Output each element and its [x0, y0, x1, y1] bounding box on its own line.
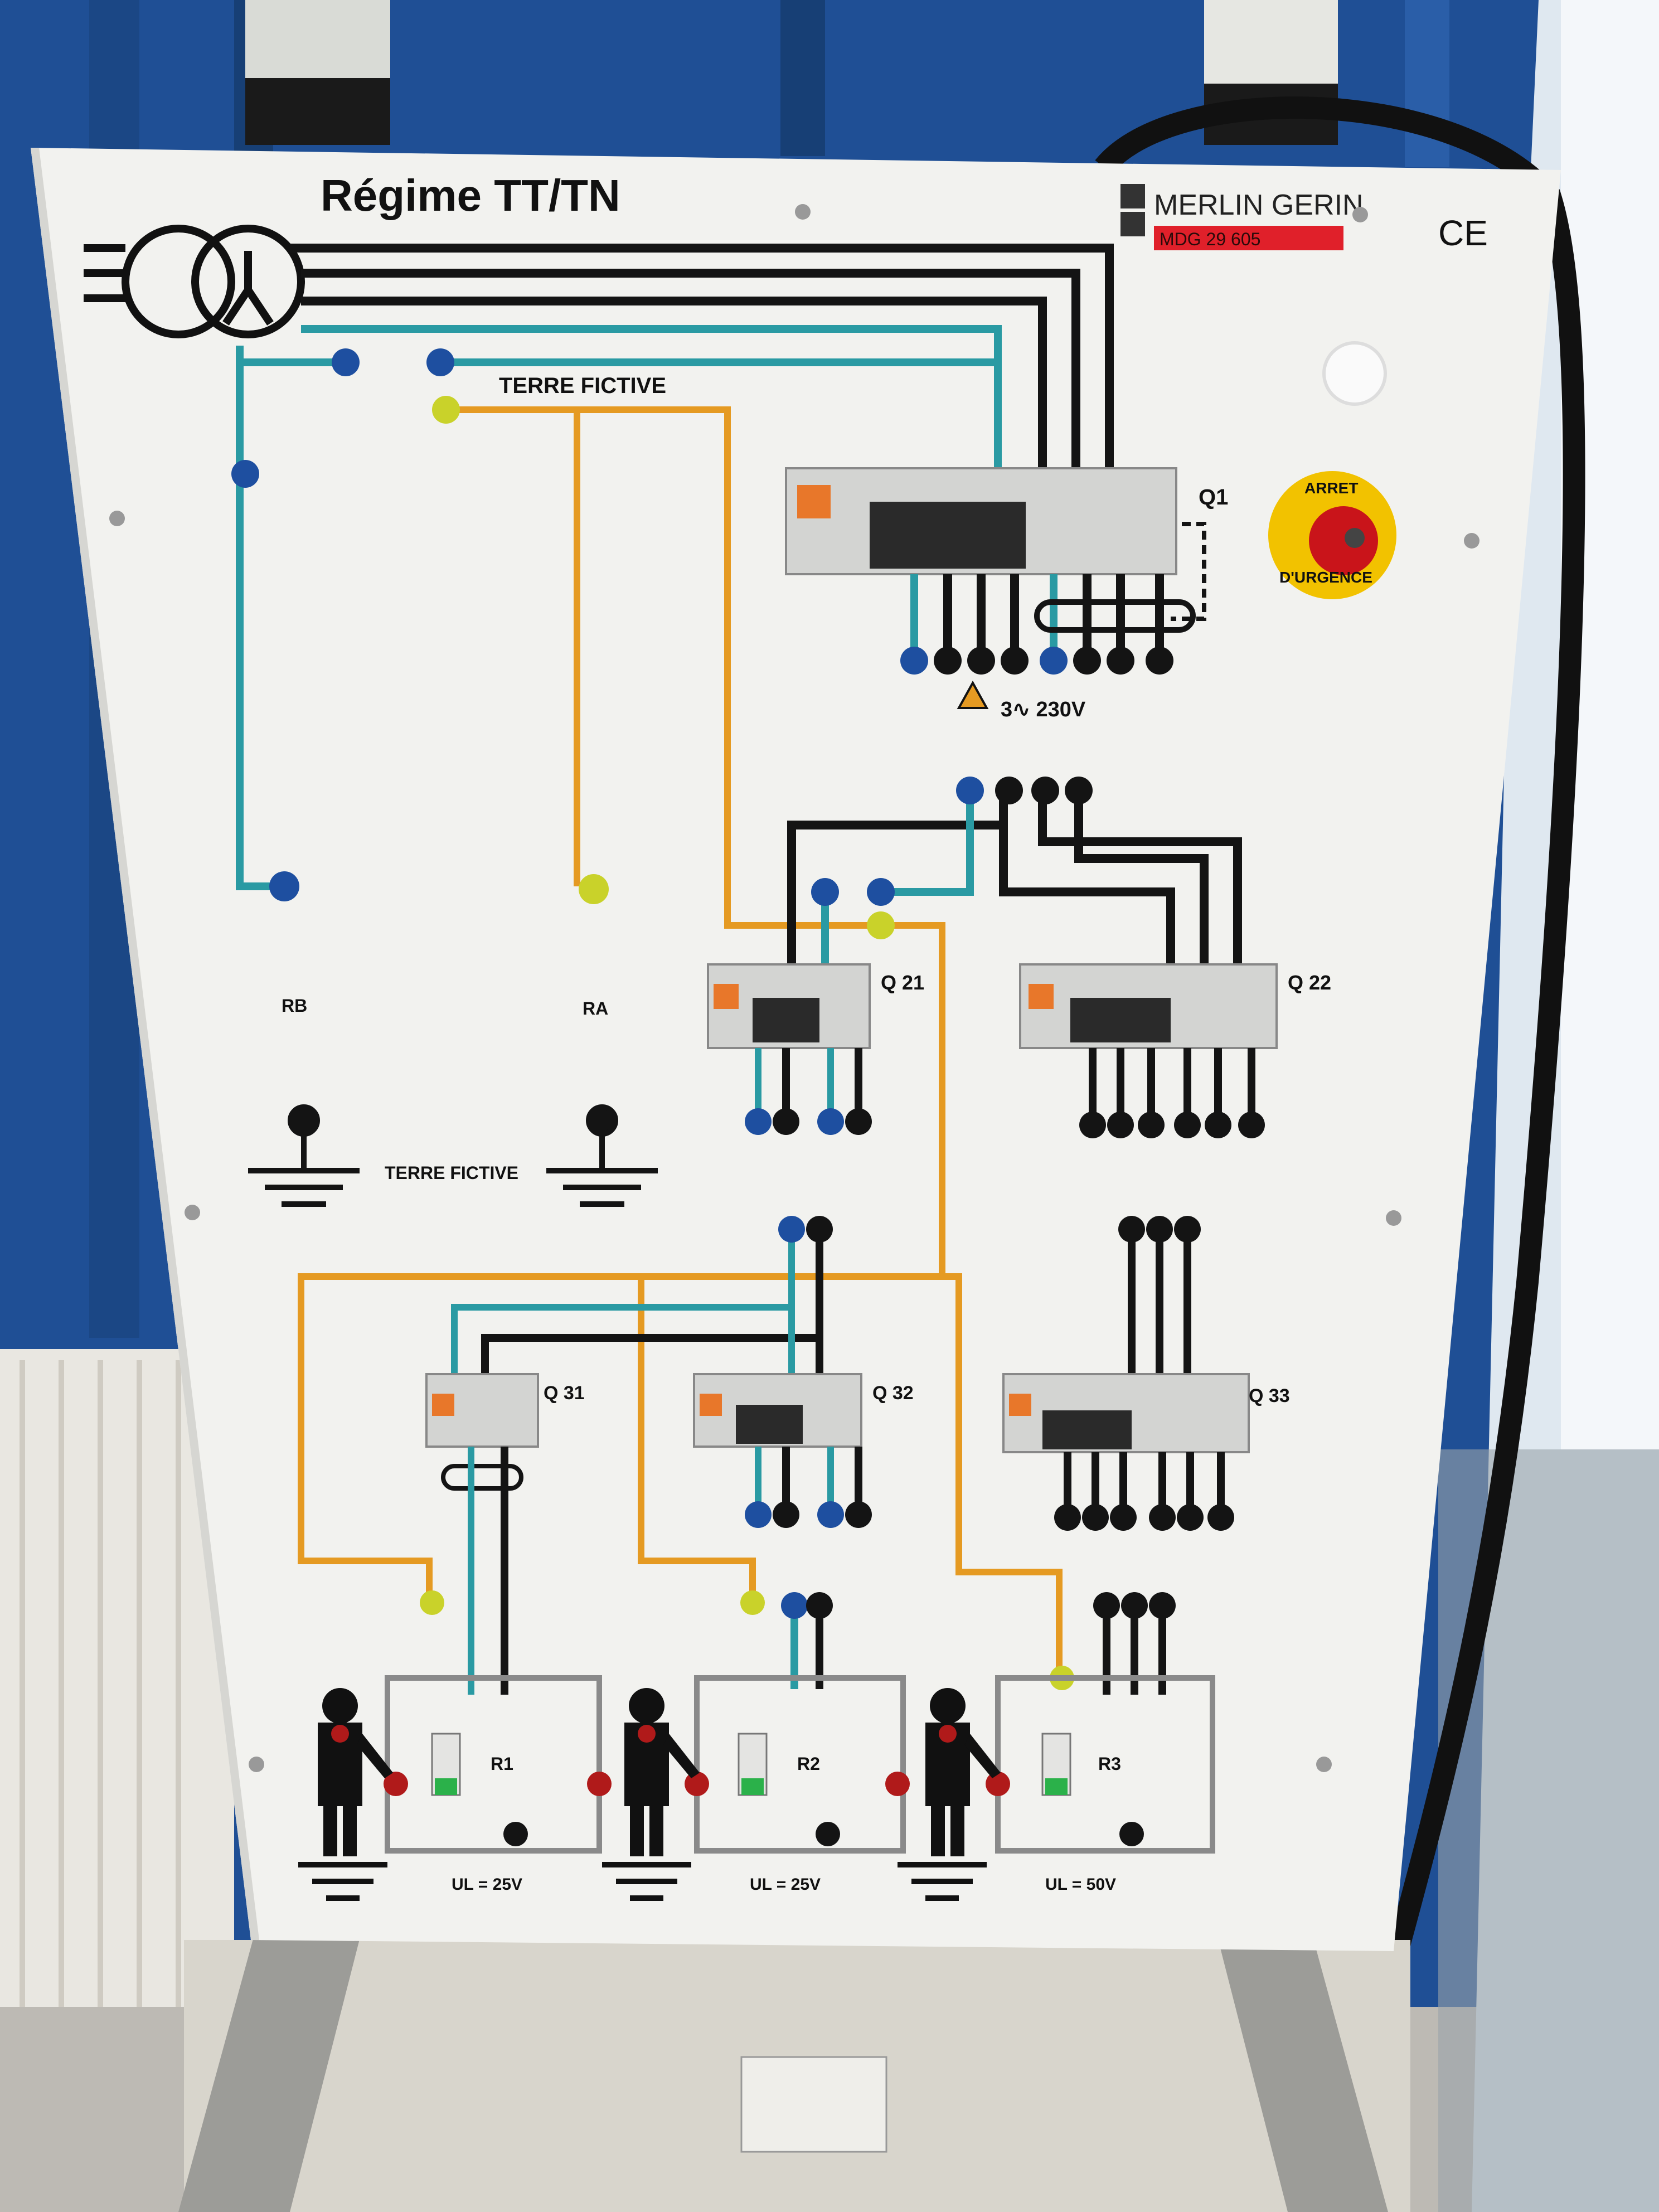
ground-icon — [298, 1862, 387, 1901]
load-r2-name: R2 — [797, 1754, 820, 1774]
load-r2-ul: UL = 25V — [750, 1875, 821, 1894]
q22-output — [1089, 1048, 1255, 1123]
cart-rail-right — [1210, 1907, 1388, 2212]
model-code: MDG 29 605 — [1160, 229, 1260, 249]
breaker-q1-label: Q1 — [1199, 485, 1228, 510]
curtain-fold — [780, 0, 825, 156]
load-box-r3 — [995, 1675, 1215, 1854]
emergency-stop-label-top: ARRET — [1304, 479, 1358, 497]
breaker-q31-label: Q 31 — [544, 1382, 585, 1404]
breaker-q31-handle[interactable] — [432, 1394, 454, 1416]
breaker-q33-handle[interactable] — [1009, 1394, 1031, 1416]
distribution-sockets[interactable] — [811, 777, 1093, 939]
load-device-r3[interactable] — [1041, 1733, 1071, 1796]
load-sockets[interactable] — [384, 1772, 1144, 1846]
transformer-icon — [84, 225, 305, 338]
panel-title: Régime TT/TN — [321, 171, 620, 220]
q22-sockets[interactable] — [1079, 1112, 1265, 1138]
breaker-q1-poles — [870, 502, 1026, 569]
socket-ra[interactable] — [579, 874, 609, 904]
load-device-r2[interactable] — [738, 1733, 768, 1796]
socket-neutral-top[interactable] — [332, 348, 360, 376]
load-box-r2 — [694, 1675, 906, 1854]
q33-sockets[interactable] — [1054, 1504, 1234, 1531]
socket-rb[interactable] — [269, 871, 299, 901]
cart-rail-left — [178, 1907, 368, 2212]
ground-icon — [602, 1862, 691, 1901]
person-icon — [318, 1688, 393, 1856]
breaker-q21-poles — [753, 998, 819, 1042]
q21-sockets[interactable] — [745, 1108, 872, 1135]
q3-feed-neutral — [451, 1229, 795, 1377]
q31-toroid — [441, 1464, 523, 1491]
load-r1-name: R1 — [491, 1754, 513, 1774]
power-cable — [1095, 96, 1585, 2010]
signal-tower-right-light — [1204, 0, 1338, 84]
load-box-r1 — [385, 1675, 602, 1854]
supply-voltage-label: 3∿ 230V — [1001, 698, 1086, 721]
breaker-q22-label: Q 22 — [1288, 971, 1331, 994]
merlin-gerin-logo — [1120, 184, 1145, 236]
supply-wires — [290, 244, 1114, 468]
q1-output-sockets[interactable] — [900, 647, 1173, 675]
warning-icon — [957, 680, 989, 709]
breaker-q22-poles — [1070, 998, 1171, 1042]
rb-label: RB — [282, 996, 307, 1016]
distribution-wires — [787, 789, 1242, 970]
q1-output-wires — [943, 574, 1164, 658]
load-r3-ul: UL = 50V — [1045, 1875, 1116, 1894]
socket-neutral-mid[interactable] — [231, 460, 259, 488]
neutral-wires — [236, 325, 1002, 890]
signal-tower-left-light — [245, 0, 390, 78]
socket-neutral-top[interactable] — [426, 348, 454, 376]
ground-icon — [248, 1104, 360, 1207]
breaker-q32-poles — [736, 1405, 803, 1444]
panel-knob[interactable] — [1322, 341, 1387, 406]
breaker-q21-label: Q 21 — [881, 971, 924, 994]
q1-toroid — [1034, 599, 1196, 633]
panel-shadow-edge — [31, 148, 259, 1940]
window-frame — [1438, 1449, 1659, 2212]
breaker-q33-poles — [1042, 1410, 1132, 1449]
ra-label: RA — [583, 998, 608, 1018]
breaker-q1-trip-link — [1171, 522, 1206, 621]
ce-mark: CE — [1438, 213, 1488, 253]
radiator-fins — [20, 1360, 181, 2018]
load-feed-sockets[interactable] — [420, 1590, 1176, 1690]
cart-sticker — [740, 2056, 887, 2153]
ground-icon — [546, 1104, 658, 1207]
earth-wires — [298, 406, 1063, 1678]
person-icon — [624, 1688, 700, 1856]
terre-fictive-top-label: TERRE FICTIVE — [499, 373, 666, 398]
load-r3-name: R3 — [1098, 1754, 1121, 1774]
q3-feed-sockets[interactable] — [778, 1216, 1201, 1243]
training-panel — [31, 148, 1561, 1951]
brand-name: MERLIN GERIN — [1154, 189, 1364, 221]
socket-earth-top[interactable] — [432, 396, 460, 424]
breaker-q22-handle[interactable] — [1029, 984, 1054, 1009]
terre-fictive-bottom-label: TERRE FICTIVE — [385, 1163, 518, 1183]
model-code-strip — [1154, 226, 1343, 250]
breaker-q32-handle[interactable] — [700, 1394, 722, 1416]
ground-icon — [898, 1862, 987, 1901]
q1-neutral-out — [910, 574, 1058, 658]
person-icon — [925, 1688, 1001, 1856]
emergency-stop-icon[interactable] — [1268, 471, 1396, 599]
breaker-q21-handle[interactable] — [714, 984, 739, 1009]
load-r1-ul: UL = 25V — [452, 1875, 522, 1894]
breaker-q33-label: Q 33 — [1249, 1385, 1290, 1406]
breaker-q32-label: Q 32 — [872, 1382, 914, 1404]
breaker-q1-handle[interactable] — [797, 485, 831, 518]
panel-screws — [109, 204, 1479, 1772]
emergency-stop-label-bottom: D'URGENCE — [1279, 569, 1372, 586]
load-device-r1[interactable] — [431, 1733, 461, 1796]
q32-sockets[interactable] — [745, 1501, 872, 1528]
q3-feed-wires — [481, 1229, 1191, 1377]
